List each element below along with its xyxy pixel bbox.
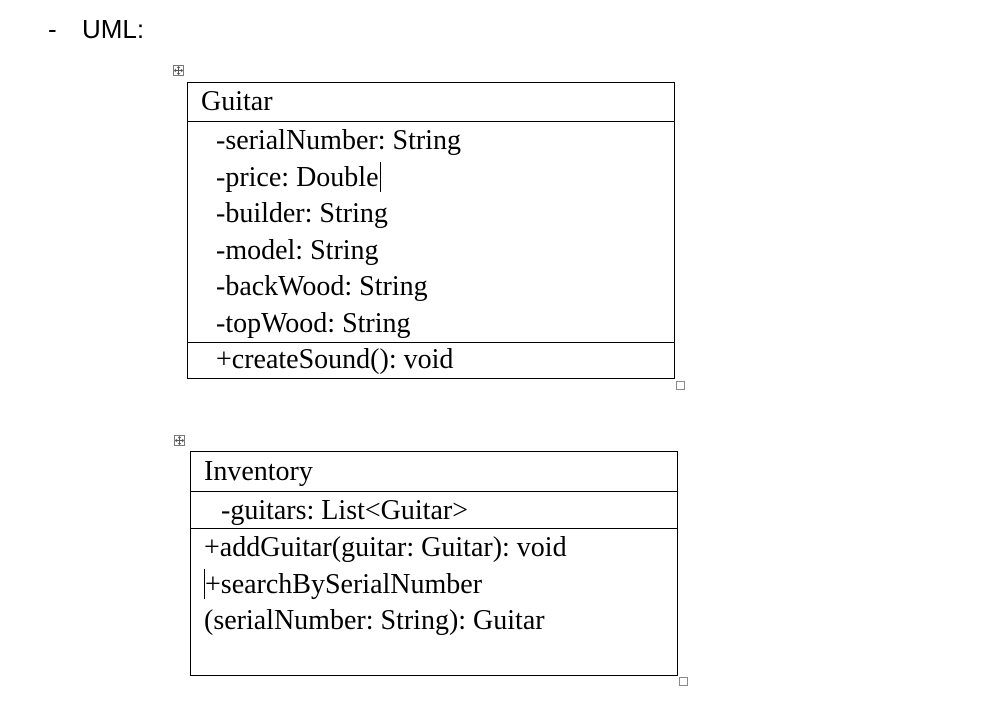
text-cursor	[204, 568, 205, 599]
class-name-section: Guitar	[188, 83, 674, 121]
attribute: -price: Double	[216, 161, 381, 193]
table-move-handle-icon[interactable]	[174, 435, 185, 446]
table-resize-handle-icon[interactable]	[676, 381, 685, 390]
bullet-item-uml: -UML:	[48, 12, 144, 46]
attribute: -backWood: String	[216, 271, 428, 302]
method: +createSound(): void	[216, 344, 454, 375]
bullet-label: UML:	[82, 14, 145, 44]
method: +addGuitar(guitar: Guitar): void	[204, 532, 567, 563]
attribute: -serialNumber: String	[216, 125, 461, 156]
table-move-handle-icon[interactable]	[173, 65, 184, 76]
method: +searchBySerialNumber	[204, 568, 483, 600]
attributes-section: -guitars: List<Guitar>	[191, 491, 677, 528]
attribute: -model: String	[216, 234, 379, 266]
uml-class-inventory[interactable]: Inventory -guitars: List<Guitar> +addGui…	[190, 451, 678, 676]
attribute: -topWood: String	[216, 307, 411, 339]
class-name: Inventory	[204, 456, 313, 487]
uml-class-guitar[interactable]: Guitar -serialNumber: String -price: Dou…	[187, 82, 675, 379]
attribute: -guitars: List<Guitar>	[221, 495, 468, 526]
class-name-section: Inventory	[191, 452, 677, 491]
bullet-dash: -	[48, 14, 57, 44]
methods-section: +addGuitar(guitar: Guitar): void +search…	[191, 528, 677, 640]
class-name: Guitar	[201, 86, 273, 117]
table-resize-handle-icon[interactable]	[679, 677, 688, 686]
methods-section: +createSound(): void	[188, 342, 674, 377]
method-continuation: (serialNumber: String): Guitar	[204, 605, 545, 636]
text-cursor	[379, 161, 381, 192]
attributes-section: -serialNumber: String -price: Double -bu…	[188, 121, 674, 342]
attribute: -builder: String	[216, 198, 388, 229]
